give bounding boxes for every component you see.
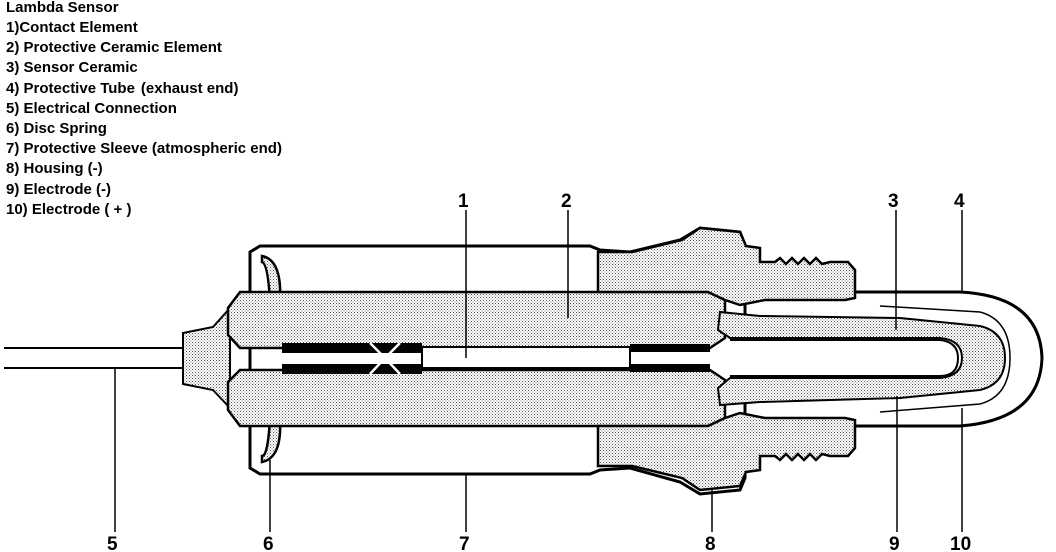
callout-7: 7 — [459, 534, 470, 552]
callout-4: 4 — [954, 191, 965, 212]
legend-item-electrode-negative: 9) Electrode (-) — [6, 180, 282, 200]
legend-item-text: 8) Housing (-) — [6, 160, 103, 178]
legend-item-text: 9) Electrode (-) — [6, 180, 112, 198]
legend-item-protective-tube: 4) Protective Tube (exhaust end) — [6, 79, 282, 99]
legend-item-sensor-ceramic: 3) Sensor Ceramic — [6, 58, 282, 78]
legend-title: Lambda Sensor — [6, 0, 119, 16]
legend-item-text: 10) Electrode ( + ) — [6, 200, 132, 218]
contact-element — [282, 342, 710, 375]
legend-item-note: (exhaust end) — [140, 79, 239, 97]
legend-item-text: 7) Protective Sleeve (atmospheric end) — [6, 140, 282, 158]
protective-tube — [855, 290, 1044, 428]
callout-9: 9 — [889, 534, 900, 552]
legend-item-protective-sleeve: 7) Protective Sleeve (atmospheric end) — [6, 139, 282, 159]
legend-item-text: 2) Protective Ceramic Element — [6, 39, 222, 57]
protective-ceramic-element-upper — [226, 290, 727, 350]
callout-leaders — [114, 210, 963, 532]
legend-item-disc-spring: 6) Disc Spring — [6, 119, 282, 139]
legend-item-housing: 8) Housing (-) — [6, 159, 282, 179]
callout-5: 5 — [107, 534, 118, 552]
legend-item-text: 3) Sensor Ceramic — [6, 59, 138, 77]
legend-item-text: 4) Protective Tube — [6, 79, 135, 97]
legend-item-electrical-connection: 5) Electrical Connection — [6, 99, 282, 119]
callout-2: 2 — [561, 191, 572, 212]
callout-3: 3 — [888, 191, 899, 212]
callout-8: 8 — [705, 534, 716, 552]
callout-10: 10 — [950, 534, 971, 552]
housing-upper — [596, 226, 857, 307]
legend-item-text: 6) Disc Spring — [6, 119, 107, 137]
legend-item-text: 1)Contact Element — [6, 19, 138, 36]
sensor-ceramic-inner — [730, 339, 960, 377]
sensor-ceramic — [716, 310, 1007, 407]
callout-6: 6 — [263, 534, 274, 552]
legend-item-contact-element: 1)Contact Element — [6, 18, 282, 38]
legend-item-text: 5) Electrical Connection — [6, 99, 177, 117]
electrode-positive — [879, 305, 1011, 413]
legend: Lambda Sensor 1)Contact Element 2) Prote… — [6, 0, 282, 220]
legend-item-protective-ceramic-element: 2) Protective Ceramic Element — [6, 38, 282, 58]
housing-lower — [596, 411, 857, 492]
connector-end-cap — [182, 305, 231, 411]
protective-ceramic-element-lower — [226, 368, 727, 428]
callout-1: 1 — [458, 191, 469, 212]
legend-item-electrode-positive: 10) Electrode ( + ) — [6, 200, 282, 220]
legend-list: 1)Contact Element 2) Protective Ceramic … — [6, 18, 282, 220]
